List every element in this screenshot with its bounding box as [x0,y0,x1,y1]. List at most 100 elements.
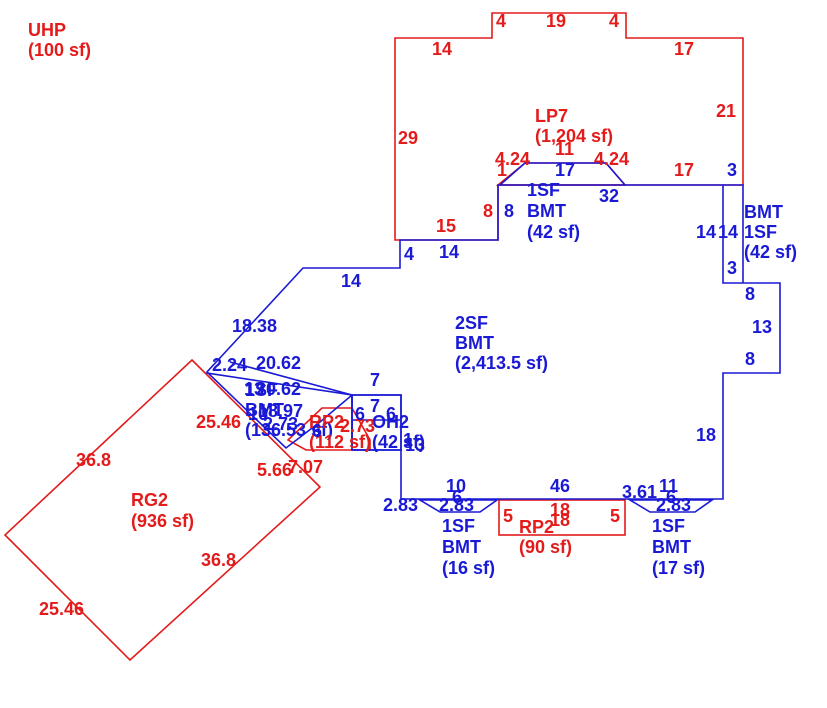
dim-label: 46 [550,476,570,496]
dim-label: 4 [496,11,506,31]
dim-label: 3 [727,160,737,180]
dim-label: 25.46 [196,412,241,432]
rp2-bottom-outline [498,499,626,536]
dim-label: 20.62 [256,353,301,373]
bmt-2sf-outline [206,184,781,500]
dim-label: 8 [504,201,514,221]
bmt-bottom-left-area: (16 sf) [442,558,495,578]
dim-label: 2.73 [263,414,298,434]
dim-label: 7.07 [288,457,323,477]
bmt-bottom-right-line1: 1SF [652,516,685,536]
dim-label: 14 [696,222,716,242]
dim-label: 4.24 [495,149,530,169]
rg2-outline [3,358,322,662]
bmt-bottom-left-line2: BMT [442,537,481,557]
bmt-right-area: (42 sf) [744,242,797,262]
dim-label: 18 [550,500,570,520]
dim-label: 2.83 [656,495,691,515]
dim-label: 32 [599,186,619,206]
dim-label: 17 [674,39,694,59]
dim-label: 4 [609,11,619,31]
dim-label: 2.83 [439,495,474,515]
oh2-label: OH2 [372,412,409,432]
dim-label: 3.61 [622,482,657,502]
dim-label: 36.8 [201,550,236,570]
bmt-top-line2: BMT [527,201,566,221]
dim-label: 15 [436,216,456,236]
dim-label: 14 [341,271,361,291]
rg2-area: (936 sf) [131,511,194,531]
rp2-left-outline [286,407,371,451]
bmt-bottom-right-area: (17 sf) [652,558,705,578]
dim-label: 13 [752,317,772,337]
uhp-area: (100 sf) [28,40,91,60]
dim-label: 2.83 [383,495,418,515]
dim-label: 8 [483,201,493,221]
dim-label: 25.46 [39,599,84,619]
dim-label: 17 [555,160,575,180]
uhp-label: UHP [28,20,66,40]
bmt-top-area: (42 sf) [527,222,580,242]
dim-label: 18 [696,425,716,445]
rp2-left-label: RP2 [309,412,344,432]
dim-label: 4.24 [594,149,629,169]
dim-label: 14 [718,222,738,242]
bmt-right-line1: BMT [744,202,783,222]
dim-label: 13 [405,435,425,455]
dim-label: 36.8 [76,450,111,470]
dim-label: 8 [745,349,755,369]
dim-label: 8 [745,284,755,304]
bmt-left-area: (136.53 sf) [245,420,333,440]
dim-label: 10 [446,476,466,496]
bmt-2sf-area: (2,413.5 sf) [455,353,548,373]
bmt-left-line1: 1SF [245,380,278,400]
bmt-2sf-line1: 2SF [455,313,488,333]
bmt-top-outline [499,162,626,186]
bmt-bottom-left-outline [417,499,500,513]
dim-label: 14 [439,242,459,262]
lp7-area: (1,204 sf) [535,126,613,146]
dim-label: 4 [404,244,414,264]
dim-label: 1 [497,160,507,180]
dim-label: 29 [398,128,418,148]
bmt-right-outline [723,184,744,283]
rp2-bottom-label: RP2 [519,517,554,537]
oh2-outline [351,394,402,451]
bmt-bottom-right-line2: BMT [652,537,691,557]
dim-label: 17 [674,160,694,180]
dim-label: 2.24 [212,355,247,375]
rg2-label: RG2 [131,490,168,510]
bmt-right-line2: 1SF [744,222,777,242]
rp2-left-area: (112 sf) [309,432,371,452]
dim-label: 19 [546,11,566,31]
dim-label: 6 [452,487,462,507]
dim-label: 5.66 [257,460,292,480]
dim-label: 6 [312,421,322,441]
dim-label: 10 [248,404,268,424]
dim-label: 21 [716,101,736,121]
dim-label: 5 [610,506,620,526]
dim-label: 3 [727,258,737,278]
dim-label: 18.38 [232,316,277,336]
bmt-2sf-line2: BMT [455,333,494,353]
lp7-label: LP7 [535,106,568,126]
dim-label: 11 [659,476,678,496]
dim-label: 2.73 [340,416,375,436]
dim-label: 13 [244,379,264,399]
dim-label: 7 [370,370,380,390]
bmt-left-line2: BMT [245,400,284,420]
dim-label: 1 [403,430,413,450]
dim-label: 7 [370,396,380,416]
dim-label: 5 [503,506,513,526]
rp2-bottom-area: (90 sf) [519,537,572,557]
dim-label: 18.97 [258,401,303,421]
dim-label: 11 [555,139,574,159]
oh2-area: (42 sf) [372,432,425,452]
dim-label: 6 [666,487,676,507]
dim-label: 20.62 [256,379,301,399]
dim-label: 18 [550,510,570,530]
bmt-top-line1: 1SF [527,180,560,200]
dim-label: 14 [432,39,452,59]
dim-label: 6 [355,404,365,424]
